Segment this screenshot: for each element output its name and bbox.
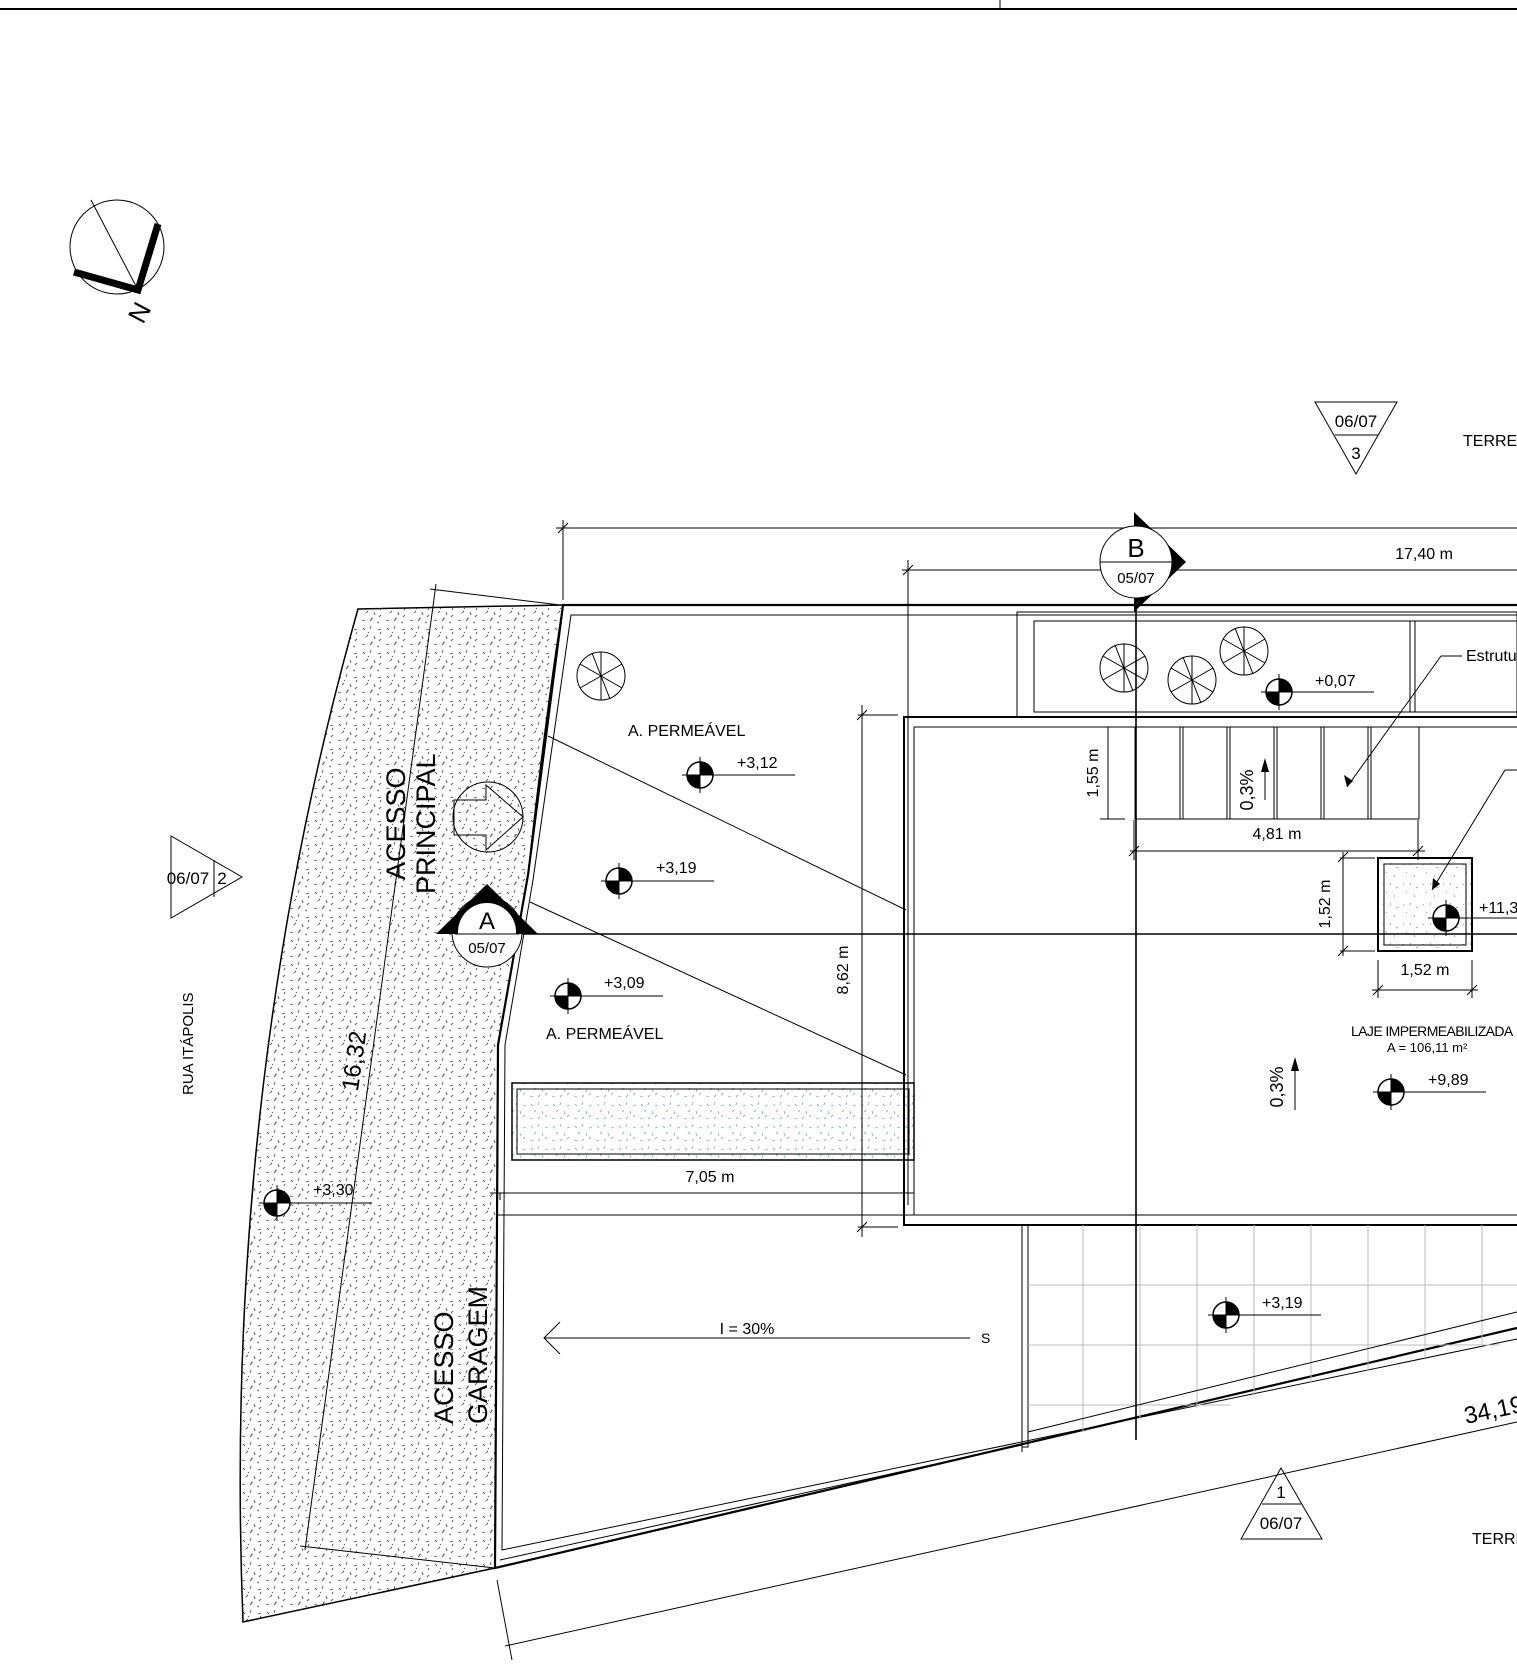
permeable-area-label: A. PERMEÁVEL	[628, 721, 745, 740]
dimension-pool-width: 7,05 m	[686, 1169, 735, 1186]
dimension-depth: 8,62 m	[835, 946, 852, 995]
slab-area: A = 106,11 m²	[1387, 1040, 1468, 1055]
elevation-1-sheet: 06/07	[1260, 1514, 1303, 1533]
terrain-label: TERRENO	[1472, 1531, 1517, 1548]
dimension-shaft-width: 1,52 m	[1401, 962, 1450, 979]
svg-text:S: S	[981, 1330, 990, 1346]
permeable-area-label: A. PERMEÁVEL	[546, 1024, 663, 1043]
main-access-label: ACESSO PRINCIPAL	[381, 753, 441, 894]
elevation-marker-1: 1 06/07	[1240, 1466, 1323, 1540]
elevation-3-sheet: 06/07	[1335, 412, 1378, 431]
dimension-lines	[299, 520, 1517, 1661]
svg-text:PRINCIPAL: PRINCIPAL	[411, 753, 441, 894]
tree-icon	[1219, 626, 1269, 676]
dimension-stair-height: 1,55 m	[1085, 749, 1102, 798]
tree-icon	[1099, 643, 1149, 693]
slab-title: LAJE IMPERMEABILIZADA	[1351, 1023, 1514, 1039]
svg-text:ACESSO: ACESSO	[381, 767, 411, 880]
tree-icon	[1167, 655, 1217, 705]
level-label: +0,07	[1315, 673, 1356, 690]
lot-boundary	[493, 603, 1517, 1570]
level-label: +9,89	[1428, 1072, 1469, 1089]
elevation-marker-2: 06/07 2	[167, 835, 243, 919]
dimension-stair-width: 4,81 m	[1253, 826, 1302, 843]
elevation-1-num: 1	[1276, 1483, 1285, 1502]
level-marker: +3,12	[682, 755, 795, 793]
elevation-marker-3: 06/07 3	[1314, 401, 1398, 476]
level-label: +3,12	[737, 755, 778, 772]
terrain-label: TERRENO	[1463, 433, 1517, 450]
garage-access-label: ACESSO GARAGEM	[429, 1286, 493, 1424]
level-marker: +11,3	[1428, 900, 1517, 936]
level-marker: +3,19	[1208, 1295, 1321, 1333]
sheet-frame	[0, 0, 1517, 10]
level-label: +3,30	[313, 1182, 354, 1199]
level-marker: +3,19	[601, 860, 714, 899]
stair	[1134, 726, 1420, 820]
section-lines	[490, 600, 1517, 1440]
elevation-3-num: 3	[1351, 444, 1360, 463]
level-label: +11,3	[1479, 900, 1517, 917]
level-marker: +3,30	[259, 1182, 372, 1221]
entry-arrow-icon	[452, 781, 524, 853]
elevation-2-num: 2	[217, 869, 226, 888]
structure-note: Estrutura	[1466, 648, 1517, 665]
level-label: +3,09	[604, 975, 645, 992]
paved-area	[1021, 1224, 1517, 1448]
svg-text:I = 30%: I = 30%	[720, 1321, 775, 1338]
planter	[1016, 611, 1517, 718]
shaft	[1377, 857, 1473, 952]
pool	[511, 1082, 915, 1161]
section-marker-a: A 05/07	[436, 884, 538, 968]
level-label: +3,19	[656, 860, 697, 877]
svg-text:0,3%: 0,3%	[1237, 769, 1257, 810]
slope-indicator: 0,3%	[1237, 758, 1269, 811]
level-marker: +9,89	[1373, 1072, 1486, 1110]
dimension-top-width: 17,40 m	[1395, 546, 1453, 563]
sidewalk	[239, 604, 564, 1623]
svg-text:GARAGEM: GARAGEM	[463, 1286, 493, 1424]
level-marker: +0,07	[1261, 673, 1374, 710]
ramp-indicator: I = 30% S	[543, 1321, 990, 1355]
section-a-letter: A	[479, 908, 495, 935]
elevation-2-sheet: 06/07	[167, 869, 210, 888]
north-label: N	[122, 297, 157, 328]
section-b-sheet: 05/07	[1117, 570, 1155, 587]
svg-text:ACESSO: ACESSO	[429, 1311, 459, 1424]
level-marker: +3,09	[550, 975, 663, 1014]
section-b-letter: B	[1127, 533, 1144, 563]
section-a-sheet: 05/07	[468, 940, 506, 957]
street-name: RUA ITÁPOLIS	[180, 992, 197, 1095]
north-arrow: N	[69, 199, 165, 328]
slope-indicator: 0,3%	[1267, 1057, 1299, 1110]
svg-text:0,3%: 0,3%	[1267, 1066, 1287, 1107]
tree-icon	[576, 651, 626, 701]
section-marker-b: B 05/07	[1099, 512, 1186, 612]
level-label: +3,19	[1262, 1295, 1303, 1312]
dimension-shaft-height: 1,52 m	[1317, 880, 1334, 929]
